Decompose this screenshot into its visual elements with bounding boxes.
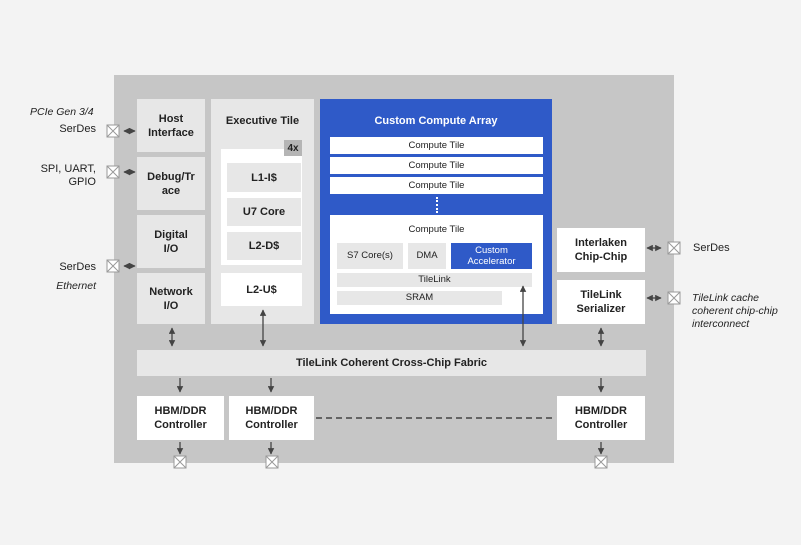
tilelink-serializer-block: TileLink Serializer bbox=[557, 280, 645, 324]
tilelink-cache-label: TileLink cache coherent chip-chip interc… bbox=[692, 292, 778, 330]
digital-io-block: Digital I/O bbox=[137, 215, 205, 268]
pin-icon bbox=[106, 124, 681, 469]
down-arrow-icon bbox=[176, 378, 605, 455]
ethernet-label: Ethernet bbox=[56, 280, 96, 292]
debug-trace-label: Debug/Tr ace bbox=[147, 170, 195, 197]
network-io-label: Network I/O bbox=[149, 285, 193, 312]
interlaken-label: Interlaken Chip-Chip bbox=[574, 237, 628, 263]
dma-block: DMA bbox=[408, 243, 446, 269]
compute-tile: Compute Tile bbox=[330, 137, 543, 154]
bidirectional-arrow-icon bbox=[123, 127, 662, 347]
spi-uart-gpio-label: SPI, UART, GPIO bbox=[40, 163, 96, 188]
serdes-label: SerDes bbox=[693, 242, 730, 254]
memory-controller-label: HBM/DDR Controller bbox=[154, 405, 207, 431]
pcie-label: PCIe Gen 3/4 bbox=[30, 106, 94, 118]
custom-accelerator-block: Custom Accelerator bbox=[451, 243, 532, 269]
serdes-label: SerDes bbox=[59, 261, 96, 273]
tilelink-bus: TileLink bbox=[337, 273, 532, 287]
l1-icache-block: L1-I$ bbox=[227, 163, 301, 192]
tilelink-fabric: TileLink Coherent Cross-Chip Fabric bbox=[137, 350, 646, 376]
expanded-compute-tile-title: Compute Tile bbox=[408, 224, 465, 235]
compute-tile: Compute Tile bbox=[330, 157, 543, 174]
debug-trace-block: Debug/Tr ace bbox=[137, 157, 205, 210]
compute-tile: Compute Tile bbox=[330, 177, 543, 194]
serdes-label: SerDes bbox=[59, 123, 96, 135]
l2-dcache-block: L2-D$ bbox=[227, 232, 301, 260]
sram-block: SRAM bbox=[337, 291, 502, 305]
more-tiles-ellipsis bbox=[436, 197, 438, 213]
memory-controller: HBM/DDR Controller bbox=[557, 396, 645, 440]
memory-controller: HBM/DDR Controller bbox=[229, 396, 314, 440]
memory-controller-label: HBM/DDR Controller bbox=[574, 405, 628, 431]
multiplier-badge: 4x bbox=[284, 140, 302, 156]
u7-core-block: U7 Core bbox=[227, 198, 301, 226]
custom-compute-array-title: Custom Compute Array bbox=[374, 115, 498, 127]
custom-accelerator-label: Custom Accelerator bbox=[467, 245, 516, 267]
host-interface-block: Host Interface bbox=[137, 99, 205, 152]
memory-controller: HBM/DDR Controller bbox=[137, 396, 224, 440]
s7-core-block: S7 Core(s) bbox=[337, 243, 403, 269]
host-interface-label: Host Interface bbox=[148, 112, 194, 139]
interlaken-block: Interlaken Chip-Chip bbox=[557, 228, 645, 272]
l2-ucache-block: L2-U$ bbox=[221, 273, 302, 306]
network-io-block: Network I/O bbox=[137, 273, 205, 324]
tilelink-serializer-label: TileLink Serializer bbox=[576, 289, 626, 315]
executive-tile-title: Executive Tile bbox=[225, 115, 300, 127]
memory-controller-label: HBM/DDR Controller bbox=[245, 405, 298, 431]
digital-io-label: Digital I/O bbox=[154, 228, 188, 255]
